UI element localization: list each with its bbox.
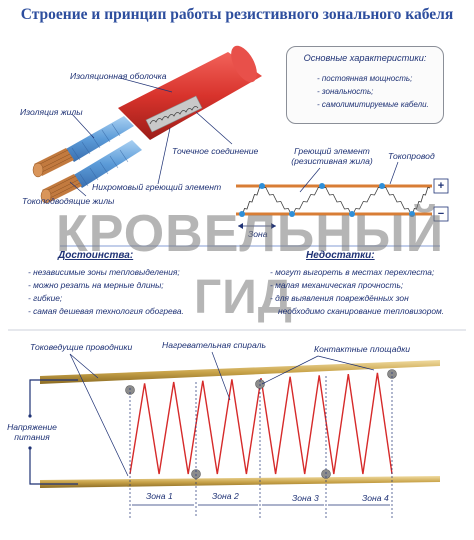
contact-point: [289, 211, 295, 217]
heating-element-subtext: (резистивная жила): [291, 156, 373, 166]
contact-points: [239, 183, 415, 217]
core-insulation-stripes: [71, 123, 129, 187]
disadvantage-item: - малая механическая прочность;: [270, 280, 404, 290]
plus-terminal: [433, 178, 449, 194]
wire-upper-gold: [40, 360, 440, 384]
label-heating-spiral: Нагревательная спираль: [162, 340, 266, 350]
contact-point: [259, 183, 265, 189]
disadvantage-item: необходимо сканирование тепловизором.: [278, 306, 445, 316]
characteristic-item: - зональность;: [317, 87, 374, 96]
characteristic-item: - самолимитируемые кабели.: [317, 100, 429, 109]
label-point-joint: Точечное соединение: [172, 146, 259, 156]
contact-point: [379, 183, 385, 189]
nichrome-coil: [149, 106, 199, 125]
heating-element-text: Греющий элемент: [294, 146, 370, 156]
cable-inner-layer: [145, 95, 203, 133]
characteristics-title: Основные характеристики:: [303, 53, 427, 63]
label-insulation-sheath: Изоляционная оболочка: [70, 71, 167, 81]
zone-dividers: [129, 372, 393, 518]
advantage-item: - самая дешевая технология обогрева.: [28, 306, 184, 316]
cable-leader-lines: [69, 77, 233, 197]
page-title: Строение и принцип работы резистивного з…: [20, 6, 454, 23]
watermark-line1: КРОВЕЛЬНЫЙ: [56, 205, 445, 263]
zone-scheme: [236, 161, 449, 229]
label-current-conductors: Токоподводящие жилы: [22, 196, 115, 206]
label-core-insulation: Изоляция жилы: [20, 107, 83, 117]
label-contact-pads: Контактные площадки: [314, 344, 411, 354]
advantage-item: - гибкие;: [28, 293, 63, 303]
bottom-scheme: [28, 351, 440, 518]
zone-1-label: Зона 1: [146, 491, 173, 501]
zone-2-label: Зона 2: [212, 491, 239, 501]
voltage-text: Напряжение: [7, 422, 57, 432]
zone-3-label: Зона 3: [292, 493, 319, 503]
bottom-leader-lines: [69, 351, 375, 477]
disadvantage-item: - для выявления повреждённых зон: [270, 293, 409, 303]
label-voltage: Напряжение питания: [6, 422, 58, 442]
disadvantage-item: - могут выгореть в местах перехлеста;: [270, 267, 435, 277]
label-nichrome-element: Нихромовый греющий элемент: [92, 182, 222, 192]
label-heating-element: Греющий элемент (резистивная жила): [282, 146, 382, 166]
minus-sign: −: [437, 208, 445, 220]
plus-sign: +: [437, 180, 445, 192]
advantage-item: - независимые зоны тепловыделения;: [28, 267, 180, 277]
minus-terminal: [433, 206, 449, 222]
label-zone: Зона: [248, 229, 268, 239]
heating-spiral: [129, 372, 393, 475]
core-insulation-lower: [72, 140, 142, 188]
contact-point: [409, 211, 415, 217]
core-insulation-upper: [64, 116, 134, 162]
label-conductor: Токопровод: [388, 151, 435, 161]
voltage-text-2: питания: [14, 432, 50, 442]
advantages-title: Достоинства:: [58, 250, 134, 261]
contact-point: [239, 211, 245, 217]
advantage-item: - можно резать на мерные длины;: [28, 280, 164, 290]
voltage-feed-lines: [29, 379, 78, 485]
watermark-line2: ГИД: [194, 271, 293, 324]
contact-point: [349, 211, 355, 217]
characteristic-item: - постоянная мощность;: [317, 74, 413, 83]
characteristics-box: Основные характеристики: - постоянная мо…: [286, 46, 444, 124]
contact-point: [319, 183, 325, 189]
copper-conductors: [32, 148, 82, 204]
zone-4-label: Зона 4: [362, 493, 389, 503]
cable-sheath-end: [231, 45, 257, 83]
disadvantages-title: Недостатки:: [306, 250, 375, 261]
label-current-wires: Токоведущие проводники: [30, 342, 133, 352]
cable-illustration: [32, 45, 262, 204]
resistive-wire-zigzag: [241, 187, 431, 218]
scheme-leader-lines: [299, 161, 399, 193]
wire-lower-gold: [40, 476, 440, 488]
